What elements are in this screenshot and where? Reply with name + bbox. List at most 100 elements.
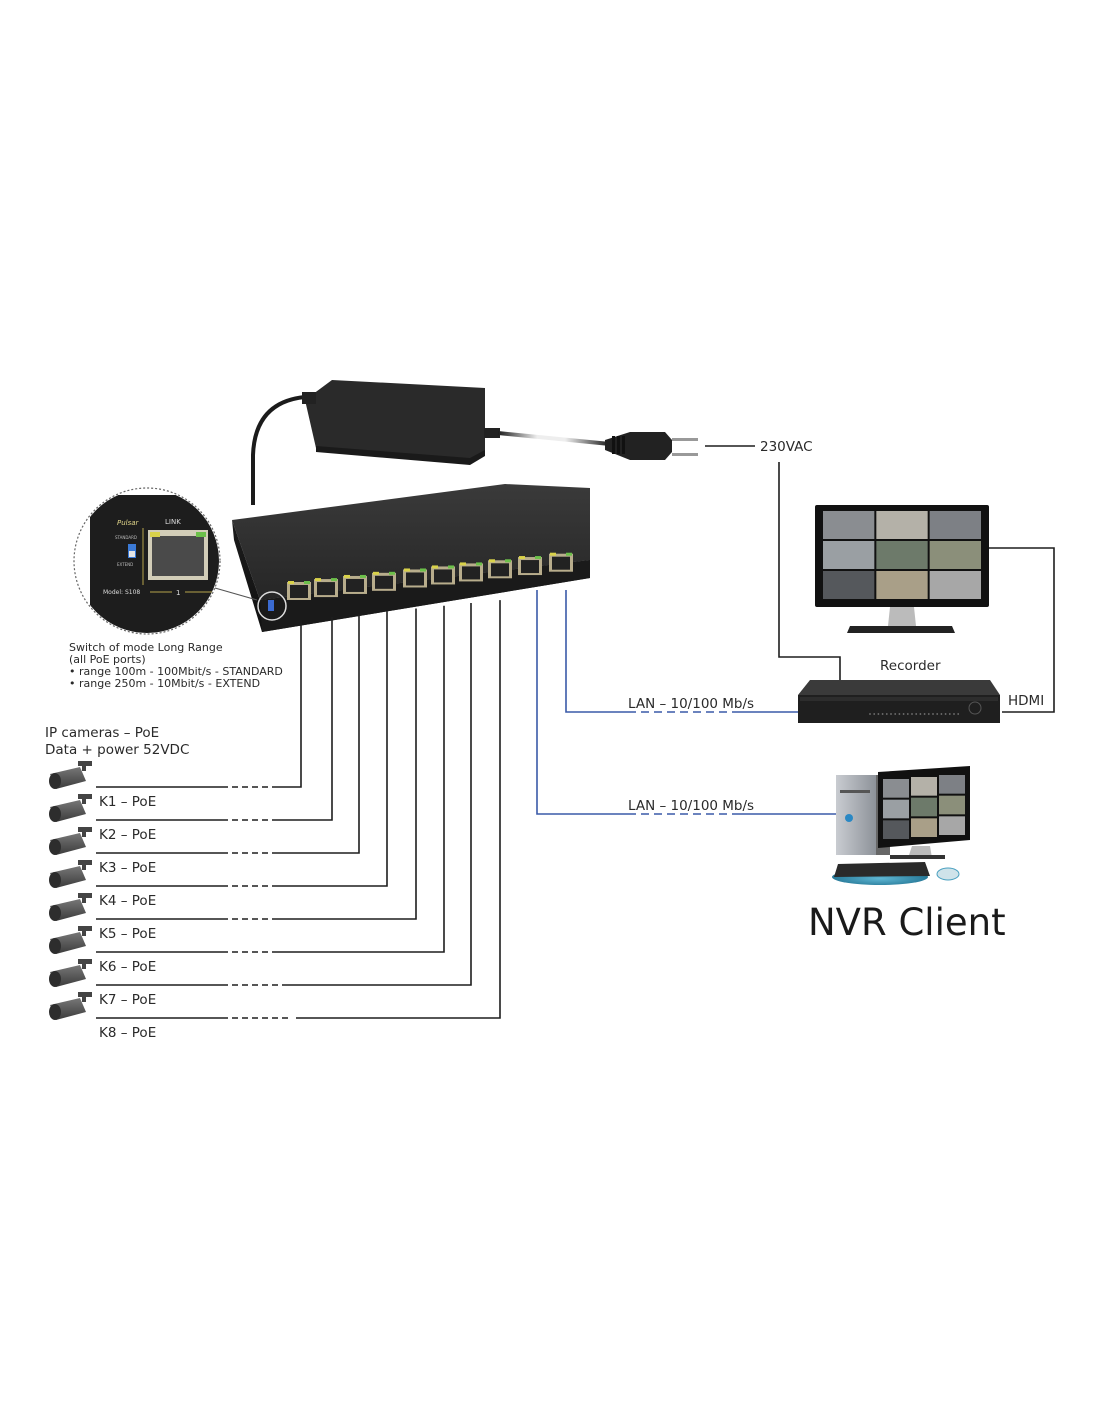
camera-label: K6 – PoE <box>99 959 156 975</box>
camera-feed-tile <box>911 818 937 837</box>
power-to-recorder-line <box>778 462 841 680</box>
camera-row: K6 – PoE <box>49 605 445 975</box>
callout-note-line: • range 100m - 100Mbit/s - STANDARD <box>69 665 283 678</box>
ip-camera-icon <box>49 761 92 789</box>
callout-note-line: (all PoE ports) <box>69 653 146 666</box>
nvr-client-label: NVR Client <box>808 901 1006 944</box>
camera-feed-tile <box>876 571 928 599</box>
cameras-heading-line-2: Data + power 52VDC <box>45 742 189 758</box>
mode-dip-switch[interactable] <box>268 600 274 611</box>
lan-connections: LAN – 10/100 Mb/s LAN – 10/100 Mb/s <box>536 590 836 815</box>
lan-line-nvr <box>536 590 628 815</box>
camera-label: K7 – PoE <box>99 992 156 1008</box>
camera-label: K1 – PoE <box>99 794 156 810</box>
camera-cable-to-switch <box>272 616 333 821</box>
ip-camera-icon <box>49 893 92 921</box>
camera-feed-tile <box>876 511 928 539</box>
camera-feed-tile <box>911 797 937 817</box>
uplink-port-2[interactable] <box>549 552 573 572</box>
callout-pointer <box>214 587 258 601</box>
camera-cable-to-switch <box>296 600 501 1019</box>
callout-led-yellow <box>150 532 160 537</box>
poe-port-6[interactable] <box>431 565 455 585</box>
camera-feed-tile <box>939 795 965 815</box>
hdmi-label: HDMI <box>1008 693 1044 709</box>
ip-camera-icon <box>49 926 92 954</box>
ip-camera-icon <box>49 794 92 822</box>
lan-line-recorder <box>565 590 628 713</box>
camera-label: K5 – PoE <box>99 926 156 942</box>
keyboard-icon <box>832 862 930 885</box>
callout-extend-label: EXTEND <box>117 562 133 567</box>
power-plug-icon <box>605 432 698 460</box>
camera-cable-to-switch <box>272 620 302 788</box>
camera-feed-tile <box>939 775 965 794</box>
camera-feed-tile <box>823 541 875 569</box>
camera-feed-tile <box>823 511 875 539</box>
callout-port-number: 1 <box>176 589 180 597</box>
lan-label-nvr: LAN – 10/100 Mb/s <box>628 798 754 814</box>
poe-port-2[interactable] <box>314 578 338 598</box>
callout-link-label: LINK <box>165 518 181 526</box>
ip-camera-icon <box>49 959 92 987</box>
switch-mode-circle[interactable] <box>257 591 287 621</box>
camera-feed-tile <box>939 816 965 835</box>
callout-note-line: • range 250m - 10Mbit/s - EXTEND <box>69 677 260 690</box>
dc-cable <box>251 395 306 505</box>
hdmi-line <box>989 547 1055 713</box>
ip-camera-icon <box>49 827 92 855</box>
mouse-icon <box>936 867 960 881</box>
camera-label: K8 – PoE <box>99 1025 156 1041</box>
nvr-client-computer: NVR Client <box>808 766 1006 944</box>
callout-note-line: Switch of mode Long Range <box>69 641 223 654</box>
camera-cable-to-switch <box>272 611 388 887</box>
camera-cable-to-switch <box>282 603 472 986</box>
camera-cable-to-switch <box>272 605 445 953</box>
camera-cable-to-switch <box>272 614 360 854</box>
camera-feed-tile <box>929 511 981 539</box>
lan-label-recorder: LAN – 10/100 Mb/s <box>628 696 754 712</box>
camera-row: K5 – PoE <box>49 608 417 942</box>
camera-cable-to-switch <box>272 608 417 920</box>
pc-monitor-icon <box>878 766 970 859</box>
monitor-icon: HDMI <box>815 505 1055 713</box>
camera-row: K8 – PoE <box>49 600 501 1041</box>
uplink-port-1[interactable] <box>518 556 542 576</box>
recorder-device: Recorder <box>798 658 1000 723</box>
camera-feed-tile <box>883 799 909 819</box>
poe-port-8[interactable] <box>488 559 512 579</box>
poe-port-7[interactable] <box>459 562 483 582</box>
camera-feed-tile <box>911 777 937 796</box>
power-adapter-icon <box>302 380 500 465</box>
ip-camera-icon <box>49 860 92 888</box>
camera-row: K3 – PoE <box>49 614 360 876</box>
ac-cable <box>497 431 611 446</box>
recorder-label: Recorder <box>880 658 941 674</box>
callout-led-green <box>196 532 206 537</box>
poe-port-1[interactable] <box>287 581 311 600</box>
switch-top <box>232 484 590 600</box>
cameras-heading-line-1: IP cameras – PoE <box>45 725 159 741</box>
power-label: 230VAC <box>760 439 813 455</box>
camera-feed-tile <box>929 571 981 599</box>
camera-feed-tile <box>883 779 909 798</box>
ip-camera-icon <box>49 992 92 1020</box>
camera-row: K1 – PoE <box>49 620 302 810</box>
camera-label: K3 – PoE <box>99 860 156 876</box>
poe-port-3[interactable] <box>343 574 367 594</box>
cameras-group: IP cameras – PoE Data + power 52VDC K1 –… <box>45 600 501 1041</box>
switch-mode-callout: Pulsar LINK STANDARD EXTEND Model: S108 … <box>69 487 283 690</box>
camera-label: K2 – PoE <box>99 827 156 843</box>
camera-row: K2 – PoE <box>49 616 333 843</box>
camera-row: K7 – PoE <box>49 603 472 1008</box>
camera-feed-tile <box>929 541 981 569</box>
camera-feed-tile <box>876 541 928 569</box>
camera-label: K4 – PoE <box>99 893 156 909</box>
power-supply: 230VAC <box>251 380 841 680</box>
camera-feed-tile <box>883 820 909 839</box>
camera-row: K4 – PoE <box>49 611 388 909</box>
callout-model-label: Model: S108 <box>103 589 140 596</box>
poe-port-4[interactable] <box>372 571 396 591</box>
poe-port-5[interactable] <box>403 568 427 588</box>
